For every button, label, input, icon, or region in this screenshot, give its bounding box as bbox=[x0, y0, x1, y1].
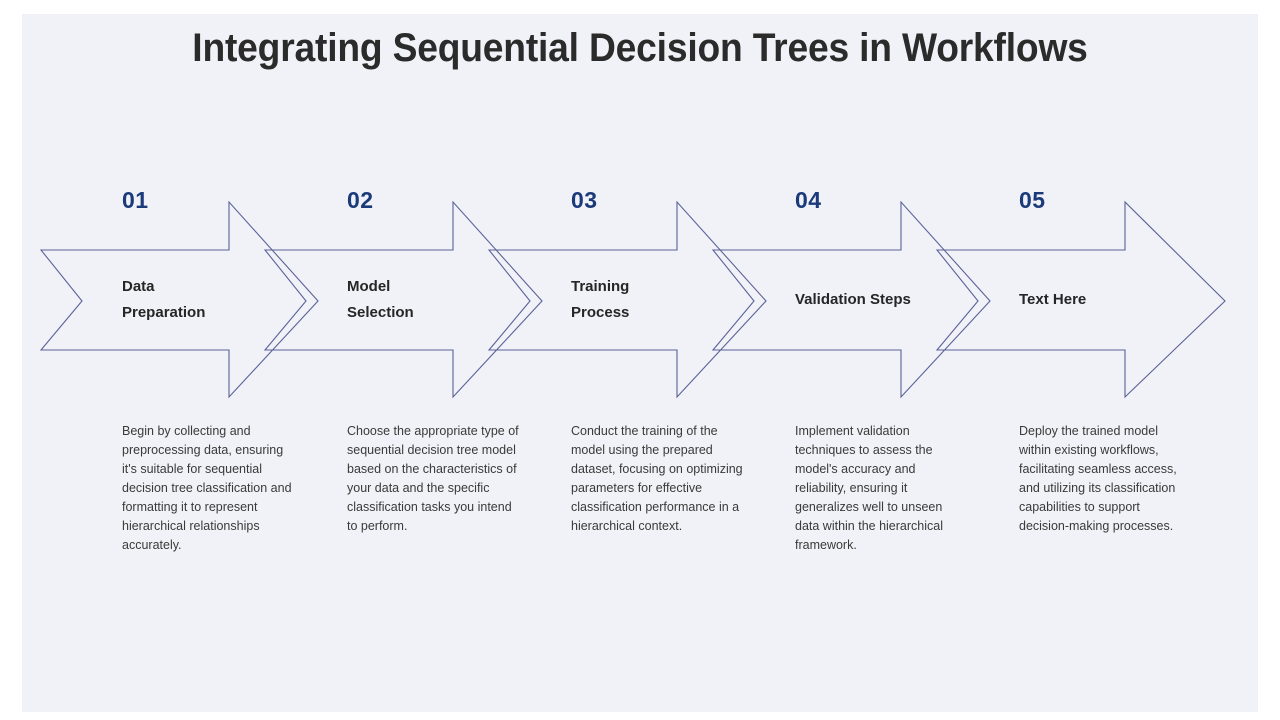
chevron-arrow-1[interactable] bbox=[39, 200, 319, 399]
step-number-3: 03 bbox=[571, 187, 598, 213]
step-number-4: 04 bbox=[795, 187, 822, 213]
chevron-arrow-3[interactable] bbox=[487, 200, 767, 399]
chevron-arrow-2[interactable] bbox=[263, 200, 543, 399]
step-description-4: Implement validation techniques to asses… bbox=[795, 424, 943, 552]
chevron-arrow-5[interactable] bbox=[935, 200, 1226, 399]
chevron-arrow-4[interactable] bbox=[711, 200, 991, 399]
step-description-3: Conduct the training of the model using … bbox=[571, 424, 743, 533]
step-number-5: 05 bbox=[1019, 187, 1046, 213]
step-heading-1: Data Preparation bbox=[122, 278, 206, 321]
page-title: Integrating Sequential Decision Trees in… bbox=[192, 26, 1088, 70]
step-description-2: Choose the appropriate type of sequentia… bbox=[347, 424, 519, 533]
step-number-1: 01 bbox=[122, 187, 149, 213]
slide-canvas: Integrating Sequential Decision Trees in… bbox=[22, 14, 1258, 712]
step-heading-3: Training Process bbox=[571, 278, 630, 321]
chevron-arrows-group bbox=[39, 200, 1226, 399]
step-description-5: Deploy the trained model within existing… bbox=[1019, 424, 1177, 533]
step-heading-5: Text Here bbox=[1019, 291, 1087, 308]
step-heading-2: Model Selection bbox=[347, 278, 414, 321]
step-heading-4: Validation Steps bbox=[795, 291, 911, 308]
step-description-1: Begin by collecting and preprocessing da… bbox=[122, 424, 292, 552]
step-number-2: 02 bbox=[347, 187, 374, 213]
process-arrow-diagram: 01 02 03 04 05 Data Preparation Model Se… bbox=[22, 174, 1258, 414]
